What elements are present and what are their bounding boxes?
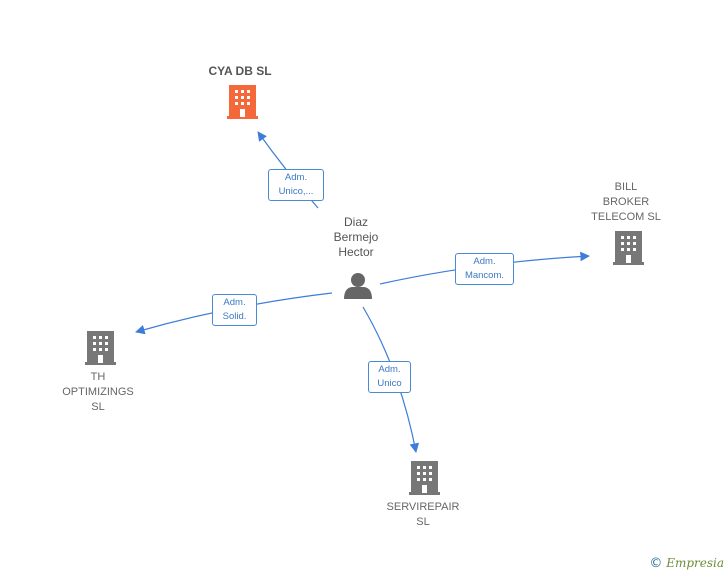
node-label-cya[interactable]: CYA DB SL xyxy=(208,64,272,78)
building-icon-bill[interactable] xyxy=(613,231,644,265)
node-label-th[interactable]: TH OPTIMIZINGS SL xyxy=(62,371,134,413)
person-icon[interactable] xyxy=(344,273,372,299)
footer-brand: © Empresia xyxy=(649,556,724,571)
node-label-person[interactable]: Diaz Bermejo Hector xyxy=(333,215,379,259)
building-icon-servirepair[interactable] xyxy=(409,461,440,495)
edge-label-th: Adm. Solid. xyxy=(212,294,257,326)
edge-label-bill: Adm. Mancom. xyxy=(455,253,514,285)
building-icon-th[interactable] xyxy=(85,331,116,365)
brand-logo: Empresia xyxy=(666,556,724,570)
edge-label-servirepair: Adm. Unico xyxy=(368,361,411,393)
building-icon-cya[interactable] xyxy=(227,85,258,119)
edge-label-cya: Adm. Unico,... xyxy=(268,169,324,201)
node-label-bill[interactable]: BILL BROKER TELECOM SL xyxy=(591,181,661,223)
node-label-servirepair[interactable]: SERVIREPAIR SL xyxy=(386,501,460,528)
copyright-icon: © xyxy=(649,556,663,571)
